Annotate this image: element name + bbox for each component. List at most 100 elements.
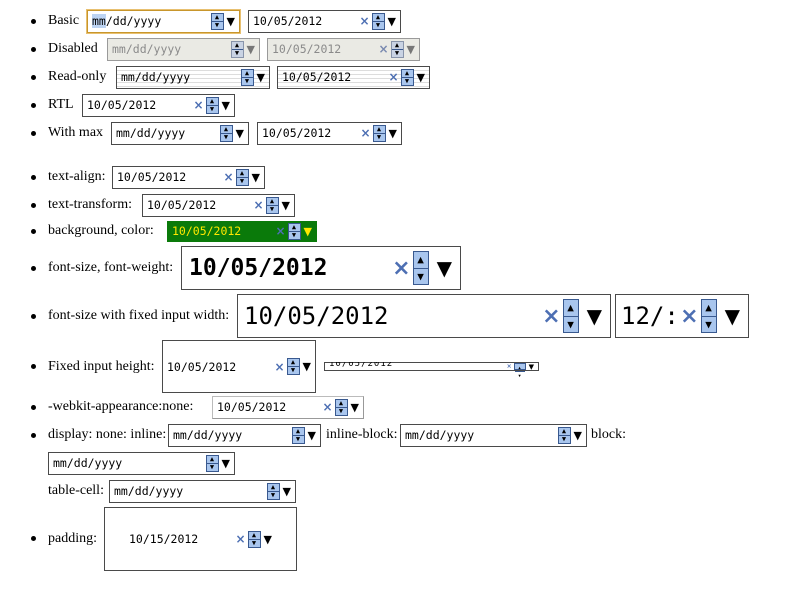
spin-up-icon[interactable]: ▲ <box>558 427 570 436</box>
spin-up-icon[interactable]: ▲ <box>335 399 347 408</box>
spin-buttons[interactable]: ▲▼ <box>412 251 429 285</box>
spin-down-icon[interactable]: ▼ <box>417 269 424 283</box>
clear-icon[interactable]: × <box>506 363 512 370</box>
clear-icon[interactable]: × <box>359 14 370 28</box>
fontsize-date-input[interactable]: 10/05/2012 × ▲▼ ▼ <box>181 246 461 290</box>
dropdown-arrow-icon[interactable]: ▼ <box>221 456 230 470</box>
month-field-highlight[interactable]: mm <box>92 14 106 28</box>
fixedheight-date-input[interactable]: 10/05/2012 × ▲▼ ▼ <box>162 340 316 393</box>
spin-up-icon[interactable]: ▲ <box>292 427 304 436</box>
clear-icon[interactable]: × <box>275 224 286 238</box>
padding-date-input[interactable]: 10/15/2012 × ▲▼ ▼ <box>104 507 297 571</box>
basic-date-input-value[interactable]: 10/05/2012 × ▲▼ ▼ <box>248 9 401 33</box>
dropdown-arrow-icon[interactable]: ▼ <box>350 400 359 414</box>
spin-up-icon[interactable]: ▲ <box>372 13 384 22</box>
readonly-date-input-empty[interactable]: mm/dd/yyyy ▲▼ ▼ <box>116 65 270 89</box>
spin-up-icon[interactable]: ▲ <box>373 125 385 134</box>
spin-down-icon[interactable]: ▼ <box>295 434 301 443</box>
spin-up-icon[interactable]: ▲ <box>211 13 223 22</box>
spin-up-icon[interactable]: ▲ <box>236 169 248 178</box>
spin-up-icon[interactable]: ▲ <box>206 97 218 106</box>
basic-date-input-empty[interactable]: mm/dd/yyyy ▲▼ ▼ <box>87 9 240 33</box>
spin-up-icon[interactable]: ▲ <box>563 300 578 317</box>
spin-down-icon[interactable]: ▼ <box>561 434 567 443</box>
spin-down-icon[interactable]: ▼ <box>375 20 381 29</box>
dropdown-arrow-icon[interactable]: ▼ <box>573 428 582 442</box>
spin-down-icon[interactable]: ▼ <box>214 20 220 29</box>
clear-icon[interactable]: × <box>274 359 285 374</box>
dropdown-arrow-icon[interactable]: ▼ <box>586 304 602 328</box>
dropdown-arrow-icon[interactable]: ▼ <box>226 14 235 28</box>
spin-down-icon[interactable]: ▼ <box>269 204 275 213</box>
dropdown-arrow-icon[interactable]: ▼ <box>388 126 397 140</box>
spin-up-icon[interactable]: ▲ <box>287 359 299 367</box>
spin-buttons[interactable]: ▲▼ <box>235 168 249 186</box>
dropdown-arrow-icon[interactable]: ▼ <box>416 70 425 84</box>
display-inline-date-input[interactable]: mm/dd/yyyy ▲▼ ▼ <box>168 423 321 447</box>
spin-up-icon[interactable]: ▲ <box>220 125 232 134</box>
spin-down-icon[interactable]: ▼ <box>209 104 215 113</box>
spin-up-icon[interactable]: ▲ <box>413 252 428 269</box>
spin-down-icon[interactable]: ▼ <box>239 176 245 185</box>
spin-up-icon[interactable]: ▲ <box>241 69 253 78</box>
spin-up-icon[interactable]: ▲ <box>267 483 279 492</box>
display-block-date-input[interactable]: mm/dd/yyyy ▲▼ ▼ <box>48 451 235 475</box>
spin-up-icon[interactable]: ▲ <box>701 300 716 317</box>
spin-buttons[interactable]: ▲▼ <box>291 426 305 444</box>
spin-up-icon[interactable]: ▲ <box>288 223 300 232</box>
spin-up-icon[interactable]: ▲ <box>206 455 218 464</box>
spin-up-icon[interactable]: ▲ <box>401 69 413 78</box>
clear-icon[interactable]: × <box>235 532 246 546</box>
spin-buttons[interactable]: ▲▼ <box>334 398 348 416</box>
withmax-date-input-value[interactable]: 10/05/2012 × ▲▼ ▼ <box>257 121 402 145</box>
spin-buttons[interactable]: ▲▼ <box>287 222 301 240</box>
spin-buttons[interactable]: ▲▼ <box>372 124 386 142</box>
spin-down-icon[interactable]: ▼ <box>518 373 521 378</box>
spin-buttons[interactable]: ▲▼ <box>513 363 526 378</box>
spin-buttons[interactable]: ▲▼ <box>400 68 414 86</box>
dropdown-arrow-icon[interactable]: ▼ <box>221 98 230 112</box>
display-inline-block-date-input[interactable]: mm/dd/yyyy ▲▼ ▼ <box>400 423 587 447</box>
spin-buttons[interactable]: ▲▼ <box>286 358 300 375</box>
spin-down-icon[interactable]: ▼ <box>338 406 344 415</box>
spin-down-icon[interactable]: ▼ <box>209 462 215 471</box>
clear-icon[interactable]: × <box>322 400 333 414</box>
spin-buttons[interactable]: ▲▼ <box>205 96 219 114</box>
spin-buttons[interactable]: ▲▼ <box>219 124 233 142</box>
spin-down-icon[interactable]: ▼ <box>290 366 296 374</box>
spin-up-icon[interactable]: ▲ <box>248 531 260 540</box>
dropdown-arrow-icon[interactable]: ▼ <box>282 484 291 498</box>
fontsizefixed-date-input[interactable]: 10/05/2012 × ▲▼ ▼ <box>237 294 611 338</box>
dropdown-arrow-icon[interactable]: ▼ <box>303 224 312 238</box>
withmax-date-input-empty[interactable]: mm/dd/yyyy ▲▼ ▼ <box>111 121 249 145</box>
spin-buttons[interactable]: ▲▼ <box>205 454 219 472</box>
dropdown-arrow-icon[interactable]: ▼ <box>256 70 265 84</box>
spin-down-icon[interactable]: ▼ <box>567 317 574 331</box>
dropdown-arrow-icon[interactable]: ▼ <box>528 362 534 371</box>
clear-icon[interactable]: × <box>360 126 371 140</box>
clear-icon[interactable]: × <box>193 98 204 112</box>
rtl-date-input[interactable]: 10/05/2012 × ▲▼ ▼ <box>82 93 235 117</box>
clear-icon[interactable]: × <box>680 303 699 329</box>
dropdown-arrow-icon[interactable]: ▼ <box>387 14 396 28</box>
clear-icon[interactable]: × <box>253 198 264 212</box>
clear-icon[interactable]: × <box>392 255 411 281</box>
spin-buttons[interactable]: ▲▼ <box>371 12 385 30</box>
spin-down-icon[interactable]: ▼ <box>270 490 276 499</box>
dropdown-arrow-icon[interactable]: ▼ <box>302 360 311 373</box>
spin-down-icon[interactable]: ▼ <box>244 76 250 85</box>
spin-buttons[interactable]: ▲▼ <box>240 68 254 86</box>
dropdown-arrow-icon[interactable]: ▼ <box>263 532 272 546</box>
dropdown-arrow-icon[interactable]: ▼ <box>281 198 290 212</box>
bgcolor-date-input[interactable]: 10/05/2012 × ▲▼ ▼ <box>167 220 317 242</box>
dropdown-arrow-icon[interactable]: ▼ <box>307 428 316 442</box>
spin-buttons[interactable]: ▲▼ <box>247 530 261 548</box>
spin-buttons[interactable]: ▲▼ <box>700 299 717 333</box>
fontsizefixed-narrow-date-input[interactable]: 12/: × ▲▼ ▼ <box>615 294 749 338</box>
spin-down-icon[interactable]: ▼ <box>376 132 382 141</box>
spin-buttons[interactable]: ▲▼ <box>266 482 280 500</box>
webkit-date-input[interactable]: 10/05/2012 × ▲▼ ▼ <box>212 395 364 419</box>
spin-buttons[interactable]: ▲▼ <box>562 299 579 333</box>
fixedheight-tiny-date-input[interactable]: 10/05/2012 × ▲▼ ▼ <box>324 362 539 378</box>
readonly-date-input-value[interactable]: 10/05/2012 × ▲▼ ▼ <box>277 65 430 89</box>
